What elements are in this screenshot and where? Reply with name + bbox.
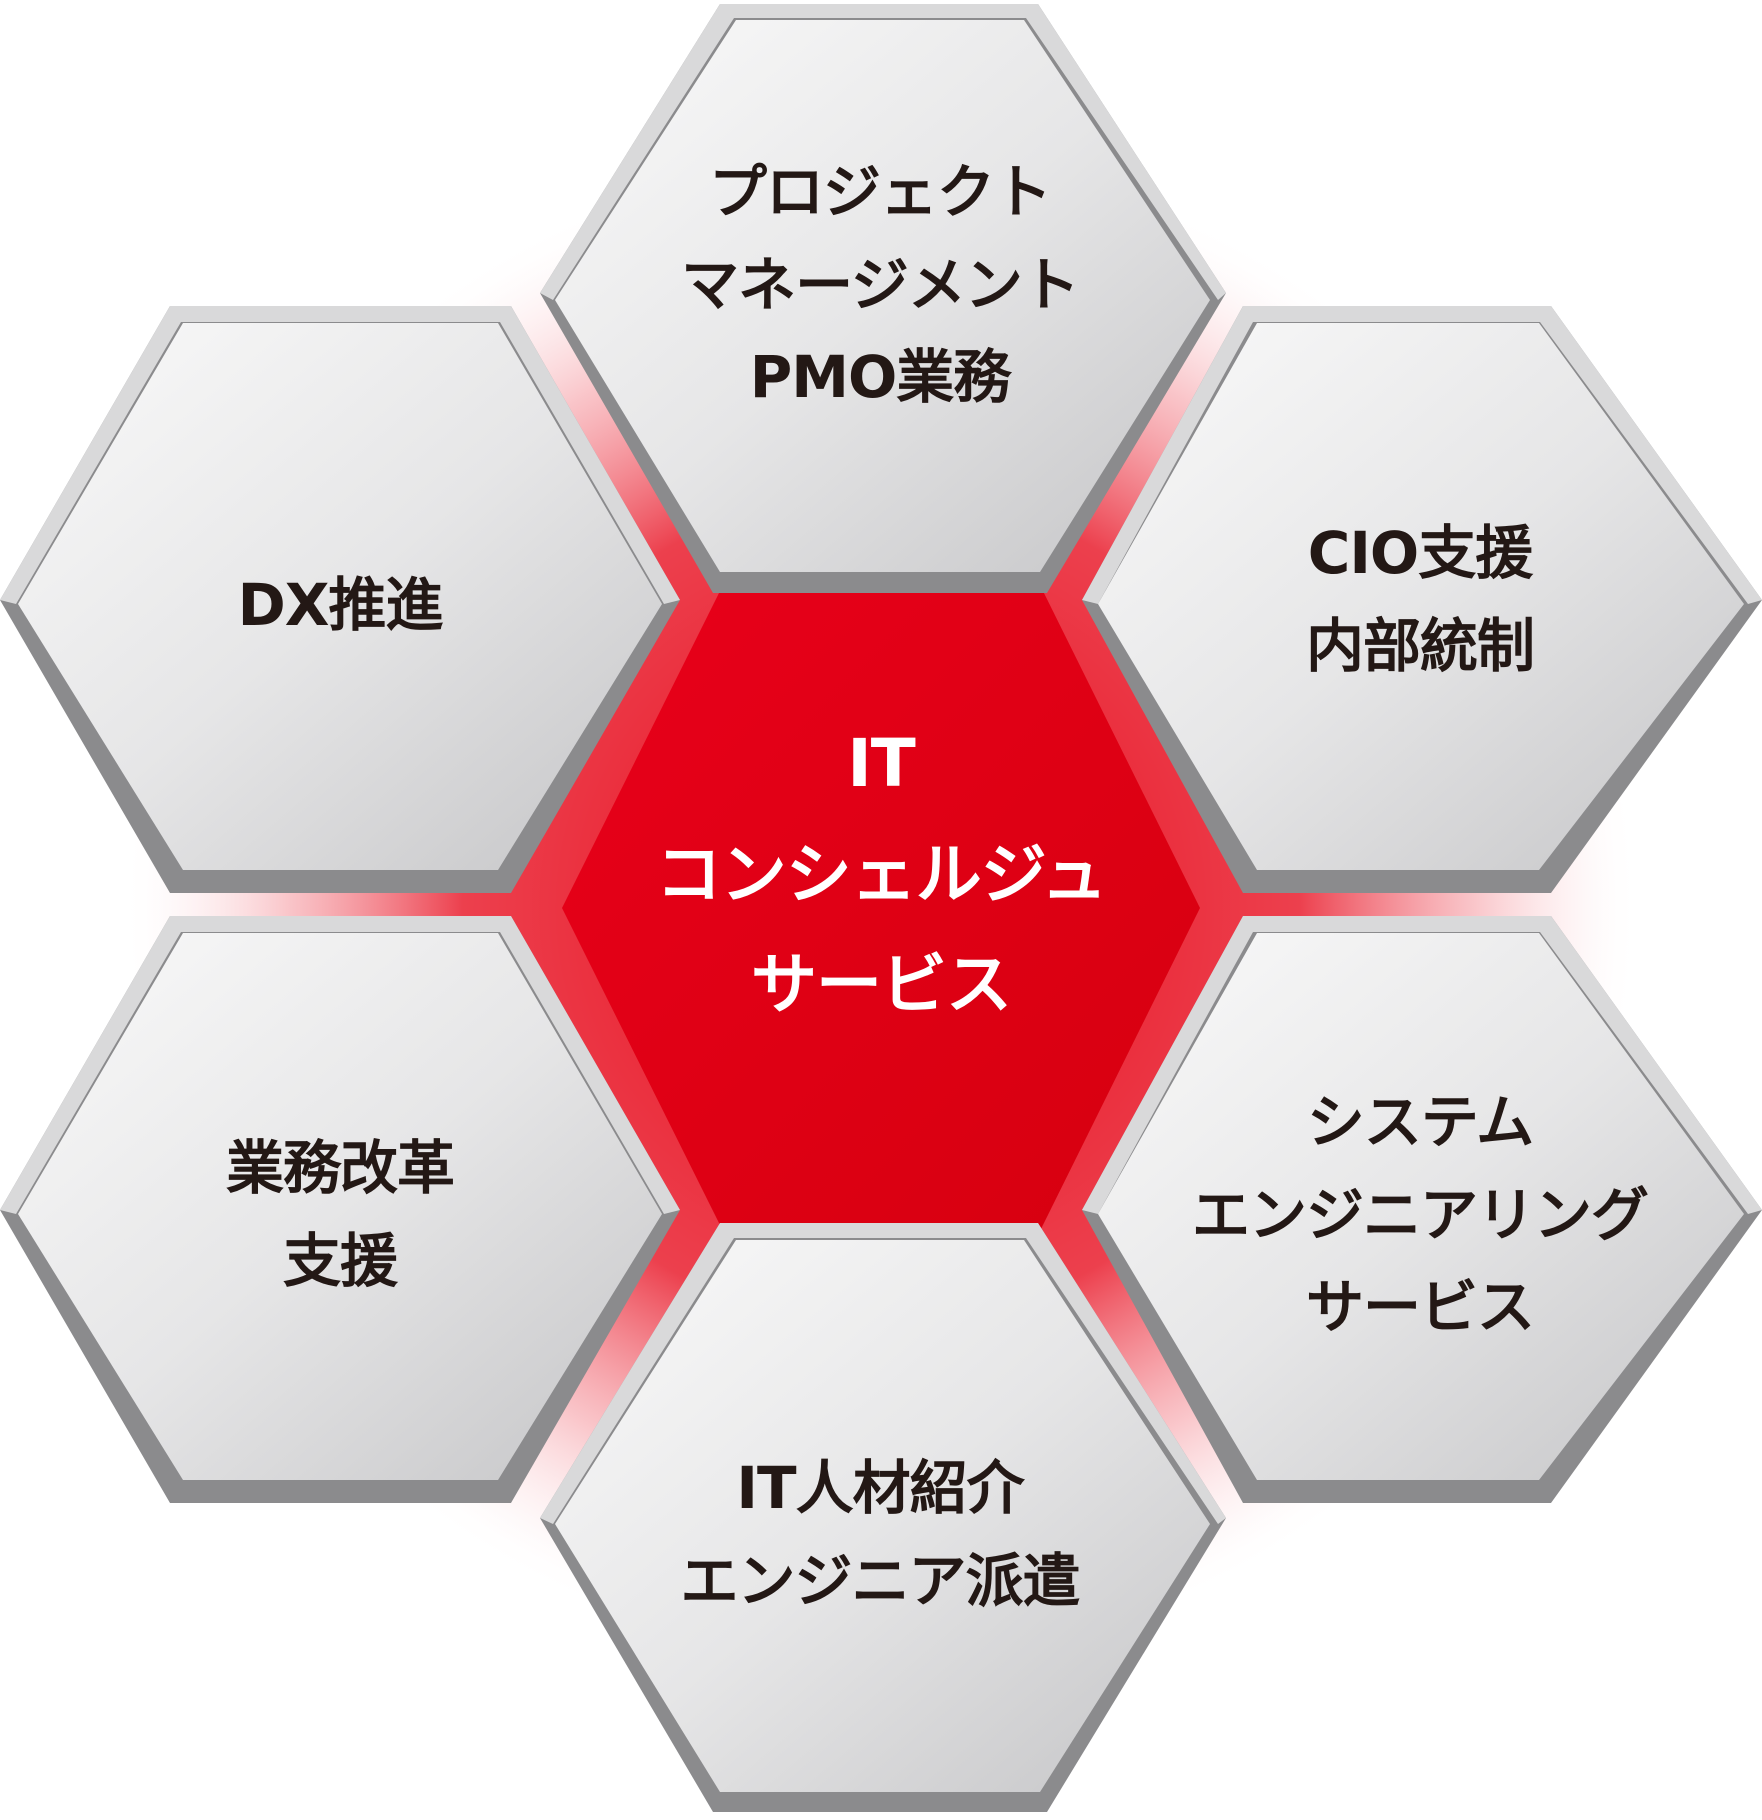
bottom-line-2: エンジニア派遣 bbox=[680, 1547, 1080, 1615]
center-line-1: IT bbox=[847, 724, 916, 802]
upper-right-line-2: 内部統制 bbox=[1305, 612, 1535, 680]
top-line-1: プロジェクト bbox=[708, 157, 1052, 226]
upper-left-hex-label: DX推進 bbox=[60, 550, 620, 660]
upper-right-hex-label: CIO支援 内部統制 bbox=[1130, 480, 1710, 720]
lower-right-line-3: サービス bbox=[1305, 1273, 1535, 1342]
upper-right-line-1: CIO支援 bbox=[1307, 519, 1533, 588]
top-hex-label: プロジェクト マネージメント PMO業務 bbox=[590, 115, 1170, 455]
bottom-hex-label: IT人材紹介 エンジニア派遣 bbox=[590, 1420, 1170, 1650]
lower-right-line-2: エンジニアリング bbox=[1191, 1180, 1649, 1249]
center-line-3: サービス bbox=[751, 946, 1012, 1024]
hex-upper-right[interactable] bbox=[1082, 306, 1762, 893]
center-hexagon bbox=[562, 585, 1200, 1231]
lower-right-line-1: システム bbox=[1306, 1087, 1534, 1156]
center-label: IT コンシェルジュ サービス bbox=[581, 640, 1181, 1110]
upper-left-line-1: DX推進 bbox=[237, 570, 444, 639]
lower-left-line-1: 業務改革 bbox=[225, 1134, 455, 1203]
center-line-2: コンシェルジュ bbox=[655, 835, 1107, 913]
lower-right-hex-label: システム エンジニアリング サービス bbox=[1110, 1050, 1730, 1380]
lower-left-line-2: 支援 bbox=[282, 1227, 398, 1295]
hex-lower-left[interactable] bbox=[0, 916, 680, 1503]
hex-upper-left[interactable] bbox=[0, 306, 680, 893]
hex-bottom[interactable] bbox=[540, 1223, 1226, 1812]
bottom-line-1: IT人材紹介 bbox=[736, 1454, 1024, 1523]
hex-lower-right[interactable] bbox=[1082, 916, 1762, 1503]
top-line-2: マネージメント bbox=[681, 250, 1080, 319]
top-line-3: PMO業務 bbox=[749, 343, 1012, 412]
lower-left-hex-label: 業務改革 支援 bbox=[60, 1100, 620, 1330]
hex-top[interactable] bbox=[540, 4, 1226, 593]
